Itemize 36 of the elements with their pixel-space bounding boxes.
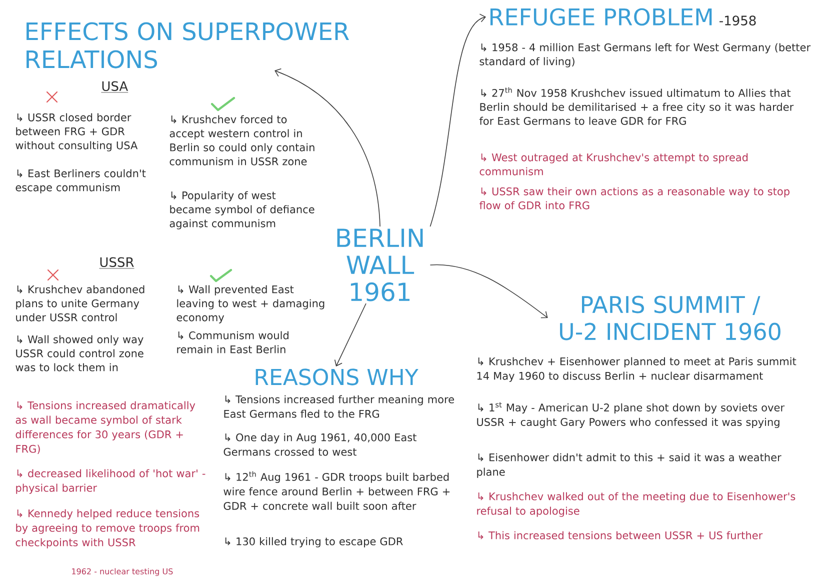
topic-heading: REFUGEE PROBLEM -1958 [490,8,756,26]
note-text: 1962 - nuclear testing US [72,568,173,576]
note-text: ↳ Eisenhower didn't admit to this + said it was a weather plane [477,453,782,478]
note-text: ↳ Wall showed only way USSR could control zone was to lock them in [16,335,144,372]
note-text: ↳ This increased tensions between USSR + US further [478,531,763,540]
note-text: ↳ West outraged at Krushchev's attempt to spread communism [480,153,748,176]
note-text: ↳ 1958 - 4 million East Germans left for West Germany (better standard of living) [480,43,811,68]
note-text: ↳ Tensions increased dramatically as wall became symbol of stark differences for 30 years (GDR + FRG) [16,401,196,454]
topic-heading: PARIS SUMMIT / U-2 INCIDENT 1960 [560,296,780,340]
topic-heading: EFFECTS ON SUPERPOWER RELATIONS [26,22,349,68]
note-text: ↳ Communism would remain in East Berlin [177,331,288,354]
note-text: ↳ Krushchev + Eisenhower planned to meet at Paris summit 14 May 1960 to discuss Berlin + nuclear disarmament [477,357,796,382]
note-text: ↳ East Berliners couldn't escape communism [16,169,146,194]
note-text: ↳ Wall prevented East leaving to west + damaging economy [176,285,324,324]
note-text: ↳ 12$^{th}$ Aug 1961 - GDR troops built barbed wire fence around Berlin + between FRG + GDR + concrete wall built soon after [224,471,450,510]
topic-heading: REASONS WHY [256,368,418,386]
note-text: ↳ decreased likelihood of 'hot war' - physical barrier [16,469,206,494]
subheading: USA [101,81,128,93]
note-text: ↳ 27$^{th}$ Nov 1958 Krushchev issued ultimatum to Allies that Berlin should be demilitarised + a free city so it was harder for East Germans to leave GDR for FRG [479,87,794,125]
note-text: ↳ Kennedy helped reduce tensions by agreeing to remove troops from checkpoints with USSR [16,509,200,548]
note-text: ↳ Krushchev abandoned plans to unite Germany under USSR control [16,285,144,322]
note-text: ↳ USSR closed border between FRG + GDR without consulting USA [16,113,138,152]
note-text: ↳ One day in Aug 1961, 40,000 East Germans crossed to west [224,433,416,456]
topic-heading: BERLIN WALL 1961 [337,228,423,302]
note-text: ↳ Tensions increased further meaning more East Germans fled to the FRG [224,395,454,418]
note-text: ↳ Krushchev walked out of the meeting due to Eisenhower's refusal to apologise [477,492,796,517]
arrow [430,14,486,227]
note-text: ↳ Krushchev forced to accept western control in Berlin so could only contain communism in USSR zone [170,115,314,166]
note-text: ↳ 130 killed trying to escape GDR [225,537,403,548]
arrow [334,303,366,366]
arrow [430,264,548,318]
subheading: USSR [99,257,134,269]
note-text: ↳ USSR saw their own actions as a reasonable way to stop flow of GDR into FRG [479,187,790,210]
note-text: ↳ Popularity of west became symbol of defiance against communism [170,191,314,230]
arrow [274,68,380,227]
note-text: ↳ 1$^{st}$ May - American U-2 plane shot down by soviets over USSR + caught Gary Powers who confessed it was spying [477,402,785,428]
